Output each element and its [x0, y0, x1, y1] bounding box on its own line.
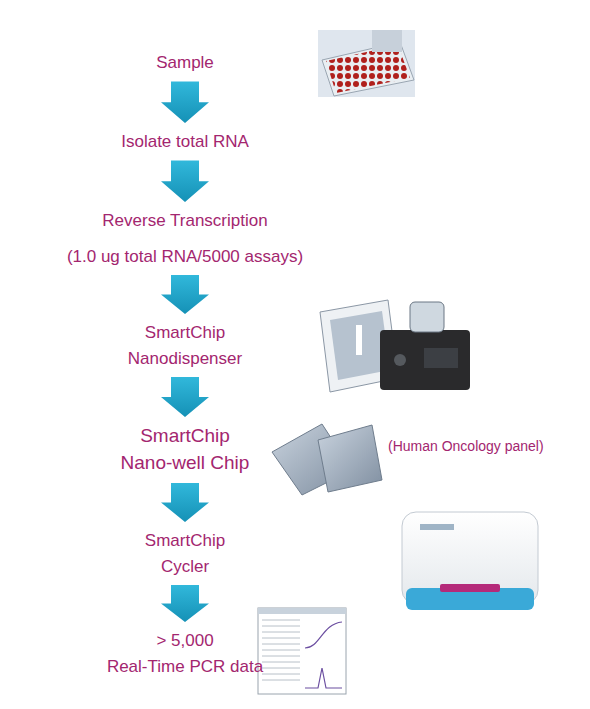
step-title: SmartChip Nanodispenser — [85, 320, 285, 371]
process-step: SmartChip Nano-well Chip — [85, 423, 285, 477]
dispenser-panel — [424, 348, 458, 368]
melt-peak — [305, 668, 342, 688]
chip-square — [318, 425, 382, 492]
screenshot-titlebar — [258, 608, 346, 614]
dispenser-body — [380, 330, 470, 390]
pipette — [372, 30, 402, 52]
step-title: Isolate total RNA — [95, 129, 275, 155]
flow-arrow — [161, 161, 209, 203]
flow-arrow — [161, 585, 209, 622]
dispenser-reservoir — [410, 302, 444, 332]
step-title: Reverse Transcription — [25, 208, 345, 234]
screenshot-frame — [258, 608, 346, 694]
plate-wells — [326, 45, 410, 93]
cycler-logo-mark — [420, 524, 454, 530]
process-step: Reverse Transcription (1.0 ug total RNA/5… — [25, 208, 345, 269]
cycler-instrument — [402, 512, 538, 610]
dispenser-knob — [394, 354, 406, 366]
flow-arrow — [161, 377, 209, 417]
process-step: Sample — [95, 50, 275, 76]
process-step: SmartChip Cycler — [85, 528, 285, 579]
step-title: SmartChip Nano-well Chip — [85, 423, 285, 477]
photo-background — [318, 30, 415, 97]
step-note: (1.0 ug total RNA/5000 assays) — [25, 244, 345, 270]
step-title: SmartChip Cycler — [85, 528, 285, 579]
sample-plate-photo — [318, 30, 415, 97]
step-title: > 5,000 Real-Time PCR data — [85, 628, 285, 679]
nanodispenser-photo — [320, 300, 470, 392]
screenshot-table — [262, 620, 300, 680]
cycler-slot — [440, 584, 500, 592]
process-step: > 5,000 Real-Time PCR data — [85, 628, 285, 679]
panel-note: (Human Oncology panel) — [388, 438, 544, 454]
nanowell-chips — [272, 424, 382, 495]
data-screenshot — [258, 608, 346, 694]
dispense-tip — [356, 325, 362, 355]
step-title: Sample — [95, 50, 275, 76]
process-step: Isolate total RNA — [95, 129, 275, 155]
process-step: SmartChip Nanodispenser — [85, 320, 285, 371]
amplification-curve — [305, 622, 342, 648]
flow-arrow — [161, 275, 209, 314]
flow-arrow — [161, 483, 209, 522]
flow-arrow — [161, 82, 209, 124]
